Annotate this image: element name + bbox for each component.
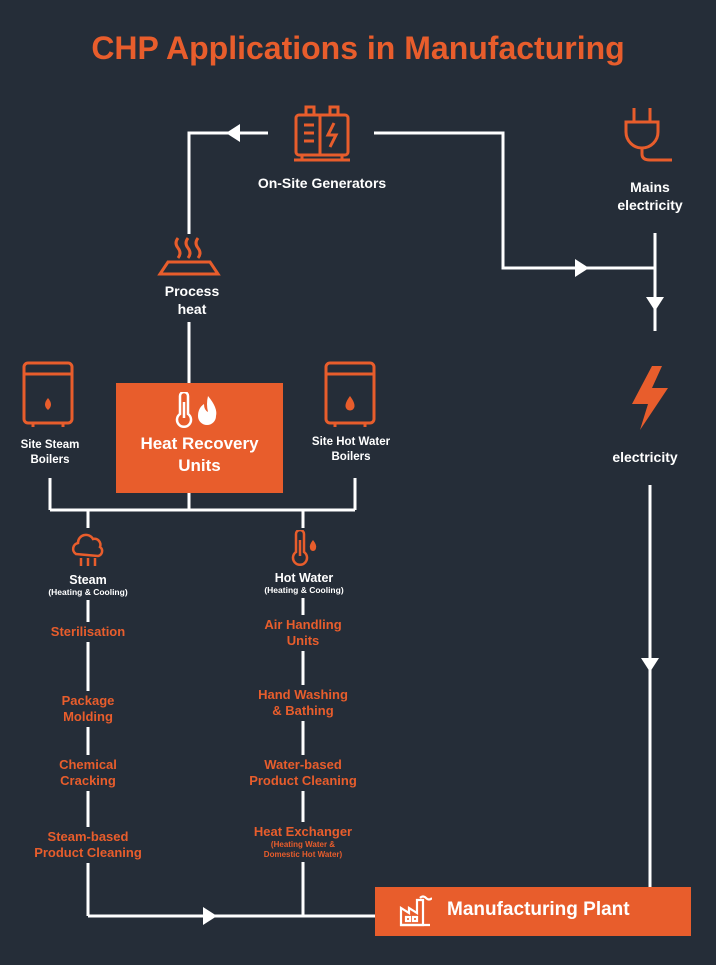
steam-boilers-label-line2: Boilers (30, 454, 70, 466)
arrow-right (575, 259, 589, 277)
process-heat-icon (157, 237, 221, 276)
hotwater-title: Hot Water (274, 571, 334, 585)
hotwater-subtitle: (Heating & Cooling) (264, 585, 344, 595)
plug-icon (624, 108, 672, 162)
arrow-left (226, 124, 240, 142)
process-label-line1: Process (164, 283, 220, 299)
steam-subtitle: (Heating & Cooling) (48, 587, 128, 597)
process-label-line2: heat (177, 301, 207, 317)
steam-boilers-label-line1: Site Steam (20, 439, 80, 451)
steam-boiler-icon (22, 361, 74, 427)
hotwater-item-2: Hand Washing& Bathing (233, 685, 373, 721)
plant-label: Manufacturing Plant (447, 899, 630, 920)
steam-item-1: Sterilisation (18, 622, 158, 642)
hru-label-line1: Heat Recovery (140, 434, 259, 453)
hotwater-boiler-icon (324, 361, 376, 427)
factory-icon (399, 895, 432, 927)
hotwater-boilers-label-line2: Boilers (331, 451, 371, 463)
thermometer-flame-icon (175, 392, 217, 428)
page-title: CHP Applications in Manufacturing (91, 30, 625, 66)
arrow-down-electricity (641, 658, 659, 672)
arrow-down-mains (646, 297, 664, 311)
electricity-label: electricity (612, 449, 678, 465)
hotwater-boilers-label-line1: Site Hot Water (311, 436, 391, 448)
hru-label-line2: Units (178, 456, 221, 475)
hotwater-item-4: Heat Exchanger (Heating Water & Domestic… (233, 822, 373, 862)
manufacturing-plant-box (375, 887, 691, 936)
lightning-icon (632, 366, 668, 430)
exchanger-note-line2: Domestic Hot Water) (263, 850, 343, 859)
generator-to-process-line (187, 131, 268, 234)
generator-icon (294, 105, 350, 162)
mains-label-line2: electricity (617, 197, 683, 213)
steam-title: Steam (69, 573, 107, 587)
mains-label-line1: Mains (630, 179, 670, 195)
generators-label: On-Site Generators (257, 175, 387, 191)
heat-recovery-box (116, 383, 283, 493)
arrow-right-bottom (203, 907, 217, 925)
exchanger-note-line1: (Heating Water & (270, 840, 336, 849)
steam-cloud-icon (71, 533, 104, 566)
thermometer-drop-icon (291, 530, 317, 566)
